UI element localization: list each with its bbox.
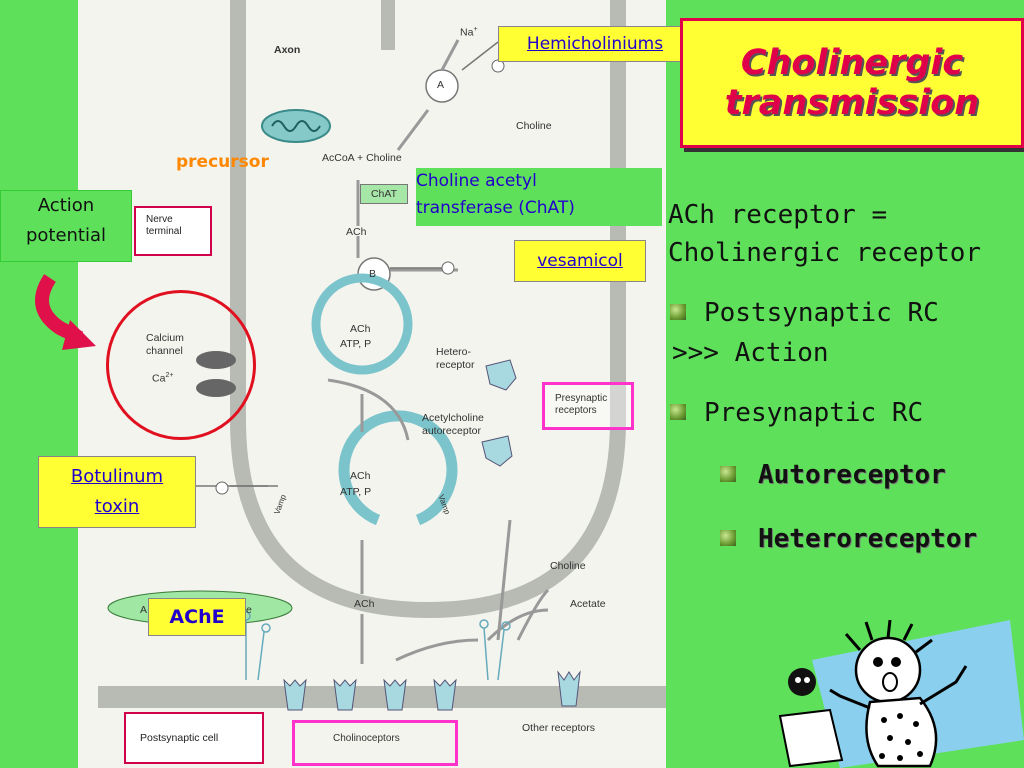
autoreceptor-shape: [481, 435, 513, 467]
postsynaptic-cell-box: Postsynaptic cell: [124, 712, 264, 764]
vesicle1-ach: ACh: [350, 323, 371, 335]
receptor-line1: ACh receptor =: [668, 200, 888, 230]
ache-label: AChE: [148, 598, 246, 636]
postsynaptic-line2: >>> Action: [672, 338, 829, 368]
vesicle2-atp: ATP, P: [340, 486, 372, 498]
choline-bottom-label: Choline: [550, 560, 586, 572]
action-potential-arrow: [35, 274, 96, 350]
postsynaptic-membrane: [98, 686, 666, 708]
title-box: Cholinergic transmission: [680, 18, 1024, 148]
nerve-terminal-label: Nerve terminal: [146, 214, 182, 237]
nerve-terminal-box: Nerve terminal: [134, 206, 212, 256]
autoreceptor-line: Autoreceptor: [758, 460, 946, 490]
other-receptor: [557, 670, 581, 707]
action-potential-label: Action potential: [0, 190, 132, 262]
page-title: Cholinergic transmission: [724, 43, 980, 123]
cholinoceptor-1: [283, 678, 307, 711]
chat-box: ChAT: [360, 184, 408, 204]
axon-label: Axon: [274, 44, 301, 56]
presynaptic-receptors-box: Presynaptic receptors: [542, 382, 634, 430]
choline-top-label: Choline: [516, 120, 552, 132]
heteroreceptor-shape: [485, 359, 517, 391]
cholinoceptors-box: Cholinoceptors: [292, 720, 458, 766]
cholinoceptor-3: [383, 678, 407, 711]
bullet-icon: [720, 466, 736, 482]
hemicholiniums-label: Hemicholiniums: [498, 26, 692, 62]
cholinoceptor-4: [433, 678, 457, 711]
calcium-channel-highlight: [106, 290, 256, 440]
accoa-label: AcCoA + Choline: [322, 152, 402, 164]
cholinoceptor-2: [333, 678, 357, 711]
ach-bottom-label: ACh: [354, 598, 375, 610]
postsynaptic-line1: Postsynaptic RC: [704, 298, 939, 328]
heteroreceptor-diagram-label: Hetero- receptor: [436, 346, 475, 371]
cartoon-illustration: [778, 620, 1024, 768]
bullet-icon: [720, 530, 736, 546]
presynaptic-line: Presynaptic RC: [704, 398, 924, 428]
a-label: A: [437, 79, 445, 91]
postsynaptic-cell-label: Postsynaptic cell: [140, 732, 219, 744]
ache-hidden-left: A: [140, 604, 148, 616]
vesicle1-atp: ATP, P: [340, 338, 372, 350]
presynaptic-receptors-label: Presynaptic receptors: [555, 393, 608, 416]
b-label: B: [369, 268, 377, 280]
botulinum-label: Botulinum toxin: [38, 456, 196, 528]
vesicle-1: [311, 273, 413, 375]
chat-label: Choline acetyl transferase (ChAT): [416, 168, 662, 226]
vesicle2-ach: ACh: [350, 470, 371, 482]
ach-top-label: ACh: [346, 226, 367, 238]
vesamicol-label: vesamicol: [514, 240, 646, 282]
heteroreceptor-line: Heteroreceptor: [758, 524, 978, 554]
ache-hidden-right: e: [246, 604, 252, 616]
receptor-line2: Cholinergic receptor: [668, 238, 982, 268]
precursor-label: precursor: [176, 152, 269, 172]
ach-autoreceptor-label: Acetylcholine autoreceptor: [422, 412, 484, 437]
bullet-icon: [670, 404, 686, 420]
bullet-icon: [670, 304, 686, 320]
other-receptors-label: Other receptors: [522, 722, 595, 734]
acetate-label: Acetate: [570, 598, 606, 610]
cholinoceptors-label: Cholinoceptors: [333, 733, 400, 744]
na-label: Na+: [460, 26, 478, 39]
nerve-terminal-membrane: [230, 0, 626, 619]
